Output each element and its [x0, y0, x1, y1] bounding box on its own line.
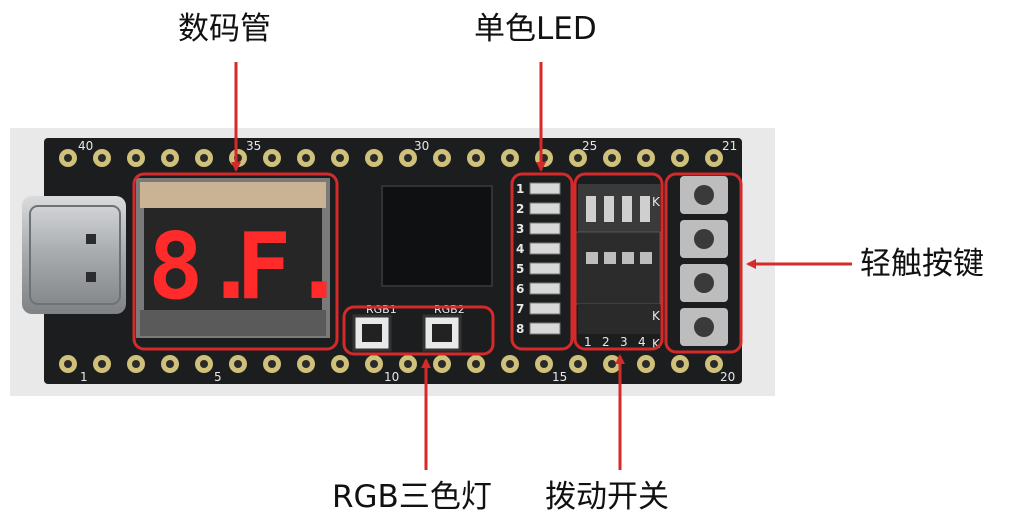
digit-left: 8.: [148, 213, 259, 320]
header-pad-hole: [166, 154, 174, 162]
header-pad-hole: [574, 154, 582, 162]
header-pad-hole: [676, 360, 684, 368]
pin-number: 10: [384, 370, 399, 384]
usb-slot-icon: [86, 234, 96, 244]
switch-k-mark: K: [652, 309, 661, 323]
header-pad-hole: [472, 360, 480, 368]
header-pad-hole: [438, 154, 446, 162]
callout-mono-led: 单色LED: [474, 11, 597, 47]
seg-pins-top: [140, 182, 326, 208]
header-pad-hole: [64, 154, 72, 162]
callout-seven-segment: 数码管: [178, 11, 271, 47]
digit-right: F.: [236, 213, 347, 320]
header-pad-hole: [370, 360, 378, 368]
usb-slot-icon: [86, 272, 96, 282]
header-pad-hole: [200, 360, 208, 368]
header-pad-hole: [506, 154, 514, 162]
highlight-tactile-buttons: [664, 172, 743, 354]
header-pad-hole: [642, 154, 650, 162]
seg-pins-bottom: [140, 310, 326, 336]
highlight-seven-segment: [132, 172, 339, 351]
switch-k-mark: K: [652, 337, 661, 351]
header-pad-hole: [438, 360, 446, 368]
header-pad-hole: [302, 154, 310, 162]
header-pad-hole: [506, 360, 514, 368]
header-pad-hole: [472, 154, 480, 162]
header-pad-hole: [200, 154, 208, 162]
led-index: 6: [516, 282, 524, 296]
header-pad-hole: [268, 154, 276, 162]
header-pad-hole: [710, 154, 718, 162]
header-pad-hole: [404, 154, 412, 162]
led-index: 1: [516, 182, 524, 196]
rgb1-silk: RGB1: [366, 303, 397, 316]
callout-tactile-buttons: 轻触按键: [860, 246, 984, 282]
highlight-dip-switch: [573, 172, 664, 351]
led-index: 8: [516, 322, 524, 336]
led-index: 3: [516, 222, 524, 236]
header-pad-hole: [540, 360, 548, 368]
pin-number: 30: [414, 139, 429, 153]
callout-rgb-led: RGB三色灯: [332, 479, 492, 515]
led-index: 2: [516, 202, 524, 216]
switch-number: 4: [638, 335, 646, 349]
switch-number: 1: [584, 335, 592, 349]
led-index: 7: [516, 302, 524, 316]
header-pad-hole: [574, 360, 582, 368]
header-pad-hole: [234, 360, 242, 368]
dip-levers: [586, 196, 652, 264]
highlight-rgb-led: [342, 305, 495, 356]
header-pad-hole: [64, 360, 72, 368]
header-pads-bottom: [59, 355, 723, 373]
led-index: 5: [516, 262, 524, 276]
header-pad-hole: [302, 360, 310, 368]
rgb2-silk: RGB2: [434, 303, 465, 316]
switch-number: 3: [620, 335, 628, 349]
switch-number: 2: [602, 335, 610, 349]
header-pad-hole: [336, 154, 344, 162]
pin-number: 35: [246, 139, 261, 153]
header-pad-hole: [132, 154, 140, 162]
header-pad-hole: [132, 360, 140, 368]
header-pad-hole: [268, 360, 276, 368]
dip-switch-body: [573, 231, 661, 305]
pin-number: 21: [722, 139, 737, 153]
tactile-button-stack: [680, 176, 728, 346]
pin-number: 5: [214, 370, 222, 384]
header-pad-hole: [166, 360, 174, 368]
mcu-chip: [381, 185, 493, 287]
switch-k-mark: K: [652, 195, 661, 209]
header-pad-hole: [404, 360, 412, 368]
header-pad-hole: [370, 154, 378, 162]
mono-led-column: [529, 182, 561, 335]
callout-dip-switch: 拨动开关: [545, 479, 669, 515]
highlight-mono-led: [510, 172, 574, 351]
header-pad-hole: [98, 154, 106, 162]
header-pad-hole: [336, 360, 344, 368]
header-pad-hole: [676, 154, 684, 162]
pin-number: 20: [720, 370, 735, 384]
seven-segment-face: [144, 208, 322, 310]
header-pad-hole: [608, 360, 616, 368]
header-pad-hole: [642, 360, 650, 368]
header-pad-hole: [710, 360, 718, 368]
header-pad-hole: [98, 360, 106, 368]
pin-number: 40: [78, 139, 93, 153]
header-pads-top: [59, 149, 723, 167]
usb-c-connector: [22, 196, 126, 314]
pin-number: 1: [80, 370, 88, 384]
pin-number: 25: [582, 139, 597, 153]
pin-number: 15: [552, 370, 567, 384]
led-index: 4: [516, 242, 524, 256]
header-pad-hole: [608, 154, 616, 162]
